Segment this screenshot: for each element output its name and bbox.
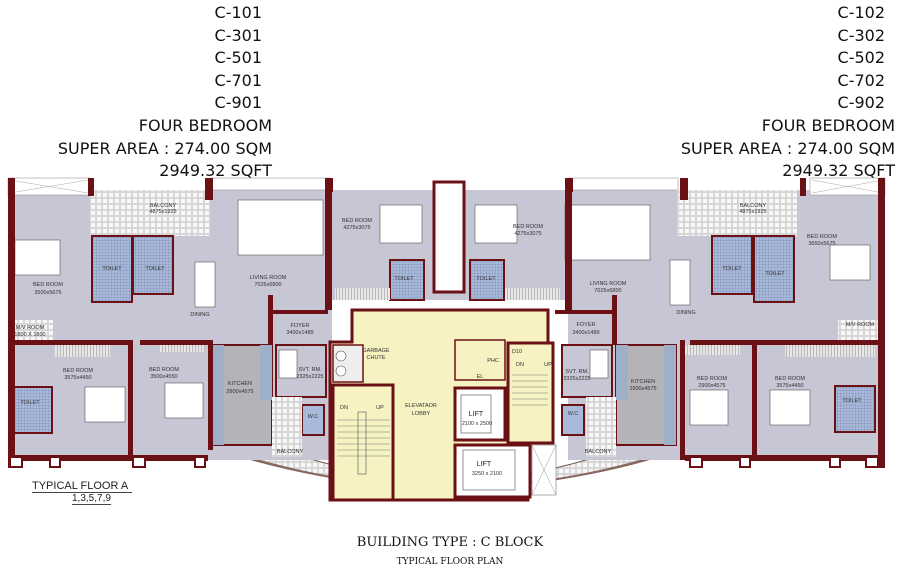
unit-number: C-701 (214, 70, 262, 90)
room-size: 3575x4450 (776, 383, 803, 389)
plan-title: TYPICAL FLOOR PLAN (396, 557, 504, 567)
lobby-label: LOBBY (412, 411, 431, 417)
room-label: TOILET (722, 266, 742, 272)
room-label: W.C (568, 411, 578, 417)
el-label: EL (477, 374, 484, 380)
lift-label: LIFT (477, 461, 492, 468)
floor-numbers: 1,3,5,7,9 (72, 493, 111, 505)
room-size: 4875x1925 (149, 209, 176, 215)
room-label: KITCHEN (228, 381, 252, 387)
lift-label: LIFT (469, 411, 484, 418)
left-unit-info: C-101 C-301 C-501 C-701 C-901 FOUR BEDRO… (58, 2, 272, 183)
room-label: DINING (676, 310, 695, 316)
unit-type: FOUR BEDROOM (138, 115, 272, 135)
unit-number: C-302 (837, 25, 885, 45)
room-label: TOILET (394, 276, 414, 282)
super-area: SUPER AREA : 274.00 SQM (57, 138, 272, 158)
room-size: 3500x4550 (150, 374, 177, 380)
room-label: KITCHEN (631, 379, 655, 385)
area-sqft: 2949.32 SQFT (782, 161, 895, 181)
room-label: TOILET (102, 266, 122, 272)
unit-number: C-102 (837, 3, 885, 22)
room-label: FOYER (291, 323, 310, 329)
room-label: BALCONY (740, 203, 767, 209)
room-size: 2900x4575 (629, 386, 656, 392)
phc-label: PHC (487, 358, 499, 364)
room-size: 7025x6800 (594, 288, 621, 294)
room-size: 3400x1489 (572, 330, 599, 336)
room-label: BED ROOM (697, 376, 727, 382)
room-size: 3575x4450 (64, 375, 91, 381)
room-label: LIVING ROOM (590, 281, 627, 287)
room-label: SVT. RM. (298, 367, 322, 373)
stair-up: UP (544, 362, 552, 368)
lobby-label: ELEVATAOR (405, 403, 437, 409)
unit-number: C-502 (837, 48, 885, 68)
building-type: BUILDING TYPE : C BLOCK (356, 535, 544, 550)
room-label: M/V ROOM (16, 325, 45, 331)
room-label: BALCONY (277, 449, 304, 455)
room-size: 4275x3075 (514, 231, 541, 237)
unit-number: C-301 (214, 25, 262, 45)
garbage-chute-label: CHUTE (367, 355, 386, 361)
floor-label: TYPICAL FLOOR A 1,3,5,7,9 (32, 480, 133, 505)
room-size: 2325x2225 (563, 376, 590, 382)
room-label: W.C (308, 414, 318, 420)
room-label: BED ROOM (342, 218, 372, 224)
lift-size: 3250 x 2100 (472, 471, 502, 477)
room-label: DINING (190, 312, 209, 318)
unit-number: C-702 (837, 70, 885, 90)
right-unit-info: C-102 C-302 C-502 C-702 C-902 FOUR BEDRO… (681, 2, 895, 183)
garbage-chute-label: GARBAGE (362, 348, 390, 354)
room-size: 1800 X 1800 (14, 332, 45, 338)
stair-dn: DN (516, 362, 524, 368)
unit-type: FOUR BEDROOM (761, 115, 895, 135)
unit-number: C-901 (214, 93, 262, 113)
room-label: TOILET (765, 271, 785, 277)
unit-number: C-501 (214, 48, 262, 68)
door-label: D10 (512, 349, 522, 355)
lift-size: 2100 x 2500 (462, 421, 492, 427)
room-label: SVT. RM. (565, 369, 589, 375)
stair-up: UP (376, 405, 384, 411)
room-label: TOILET (145, 266, 165, 272)
room-label: BALCONY (585, 449, 612, 455)
stair-dn: DN (340, 405, 348, 411)
room-size: 2900x4575 (226, 389, 253, 395)
room-label: BED ROOM (63, 368, 93, 374)
room-label: FOYER (577, 322, 596, 328)
room-label: LIVING ROOM (250, 275, 287, 281)
floor-name: TYPICAL FLOOR A (32, 480, 133, 493)
room-label: TOILET (476, 276, 496, 282)
unit-number: C-902 (837, 93, 885, 113)
room-label: BED ROOM (513, 224, 543, 230)
room-label: TOILET (20, 400, 40, 406)
room-size: 3400x1489 (286, 330, 313, 336)
room-size: 3650x5675 (808, 241, 835, 247)
room-label: TOILET (842, 398, 862, 404)
room-size: 2900x4575 (698, 383, 725, 389)
room-label: BED ROOM (33, 282, 63, 288)
room-size: 4275x3075 (343, 225, 370, 231)
super-area: SUPER AREA : 274.00 SQM (680, 138, 895, 158)
room-size: 3500x5675 (34, 290, 61, 296)
unit-number: C-101 (214, 3, 262, 22)
room-size: 4875x1925 (739, 209, 766, 215)
room-label: BALCONY (150, 203, 177, 209)
room-label: BED ROOM (807, 234, 837, 240)
room-label: BED ROOM (149, 367, 179, 373)
area-sqft: 2949.32 SQFT (159, 161, 272, 181)
room-label: M/V ROOM (846, 322, 875, 328)
room-size: 2325x2225 (296, 374, 323, 380)
room-label: BED ROOM (775, 376, 805, 382)
room-size: 7025x6800 (254, 282, 281, 288)
